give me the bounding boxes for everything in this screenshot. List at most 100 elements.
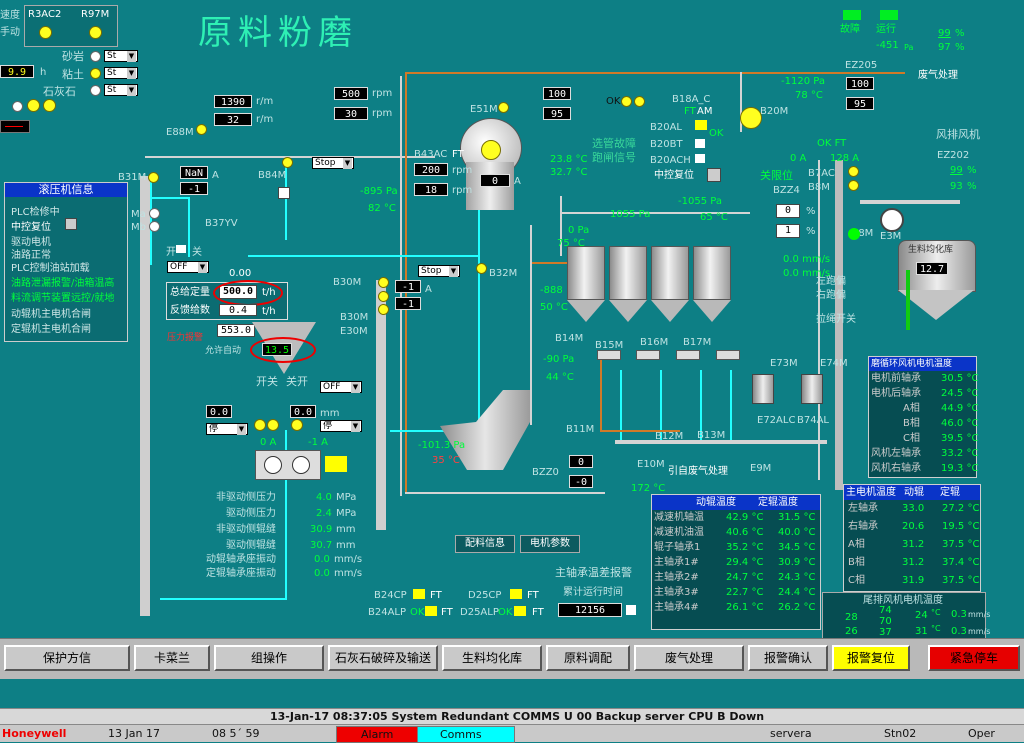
row-label: 电机后轴承 xyxy=(871,388,921,399)
material-silo-1-cone xyxy=(567,300,605,322)
roller-item: 驱动电机 xyxy=(11,237,51,248)
b30m-current-1: -1 xyxy=(395,280,421,293)
temp-172: 172 °C xyxy=(631,483,666,494)
gate-close-label: 关开 xyxy=(286,375,308,388)
readout-unit: MPa xyxy=(336,508,357,519)
alarm-acknowledge-button[interactable]: 报警确认 xyxy=(748,645,828,671)
row-label: 减速机油温 xyxy=(654,527,704,538)
row-label: 主轴承1# xyxy=(654,557,699,568)
pipe xyxy=(818,160,820,480)
batching-info-button[interactable]: 配料信息 xyxy=(455,535,515,553)
pressure-1055-neg: -1055 Pa xyxy=(678,196,722,207)
readout-label: 非驱动侧压力 xyxy=(216,492,276,503)
comms-indicator[interactable]: Comms xyxy=(417,726,515,743)
readout-unit: mm xyxy=(336,540,356,551)
current-128: 128 A xyxy=(830,153,860,164)
tag-bzz0: BZZ0 xyxy=(532,467,559,478)
roller-reset-button[interactable] xyxy=(65,218,77,230)
conveyor-cyan xyxy=(478,200,480,430)
row-value: 40.6 °C xyxy=(726,527,764,538)
operator-level: Oper xyxy=(968,727,995,740)
row-value: 35.2 °C xyxy=(726,542,764,553)
row-label: 辊子轴承1 xyxy=(654,542,701,553)
tag-e9m: E9M xyxy=(750,463,772,474)
ma-dot xyxy=(149,208,160,219)
tag-e74m: E74M xyxy=(820,358,848,369)
row-value: 19.3 °C xyxy=(941,463,979,474)
nav-group-operation-button[interactable]: 组操作 xyxy=(214,645,324,671)
tag-ez205: EZ205 xyxy=(845,60,878,71)
tag-e8m: E8M xyxy=(852,228,874,239)
tag-b24alp: B24ALP xyxy=(368,607,407,618)
tag-b74a: B74AL xyxy=(797,415,829,426)
tag-ma: Ma xyxy=(131,209,146,220)
dust-collector-1 xyxy=(752,374,774,404)
table-header: 主电机温度动辊定辊 xyxy=(844,485,980,500)
ok-ft: OK FT xyxy=(817,138,847,149)
vib-table-title: 尾排风机电机温度 xyxy=(863,595,943,606)
row-value: 22.7 °C xyxy=(726,587,764,598)
temp-23-8: 23.8 °C xyxy=(550,154,588,165)
nav-limestone-crushing-button[interactable]: 石灰石破碎及输送 xyxy=(328,645,438,671)
b30m-current-unit: A xyxy=(425,284,432,295)
roller-press-panel: 滚压机信息 PLC检修中 中控复位 驱动电机 油路正常 PLC控制油站加载 油路… xyxy=(4,182,128,342)
motor-params-button[interactable]: 电机参数 xyxy=(520,535,580,553)
central-reset-button[interactable] xyxy=(707,168,721,182)
exhaust-fan-icon xyxy=(880,208,904,232)
silo-label: 生料均化库 xyxy=(908,245,954,255)
from-waste-label: 引自废气处理 xyxy=(668,466,728,477)
feeder xyxy=(676,350,700,360)
readout-label: 定辊轴承座振动 xyxy=(206,568,276,579)
emergency-stop-button[interactable]: 紧急停车 xyxy=(928,645,1020,671)
b24cp-indicator xyxy=(413,589,425,599)
off-select-1[interactable]: OFF xyxy=(167,261,209,273)
current-0: 0 A xyxy=(790,153,807,164)
hopper-select-clay[interactable]: St xyxy=(104,67,138,79)
nav-waste-gas-button[interactable]: 废气处理 xyxy=(634,645,744,671)
indicator-dot xyxy=(27,99,40,112)
run-indicator xyxy=(880,10,898,20)
vib-cell: 28 xyxy=(845,612,858,623)
nav-protection-button[interactable]: 保护方信 xyxy=(4,645,130,671)
readout-list: 非驱动侧压力 4.0 MPa 驱动侧压力 2.4 MPa 非驱动侧辊缝 30.9… xyxy=(190,490,380,582)
roll-current-1: -1 A xyxy=(308,437,328,448)
silo-level-bar xyxy=(906,270,910,330)
readout-value: 30.9 xyxy=(310,524,333,535)
alarm-reset-button[interactable]: 报警复位 xyxy=(832,645,910,671)
close-limit: 关限位 xyxy=(760,169,793,182)
pipe xyxy=(405,72,905,74)
hopper-select-sandstone[interactable]: St xyxy=(104,50,138,62)
mode-select-2[interactable]: 停 xyxy=(320,420,362,432)
pressure-888: -888 xyxy=(540,285,563,296)
tag-e88m: E88M xyxy=(166,127,194,138)
tag-b20b: B20BT xyxy=(650,139,683,150)
alarm-indicator[interactable]: Alarm xyxy=(336,726,418,743)
row-value: 44.9 °C xyxy=(941,403,979,414)
nav-button-2[interactable]: 卡菜兰 xyxy=(134,645,210,671)
hopper-select-limestone[interactable]: St xyxy=(104,84,138,96)
status-bar: Honeywell 13 Jan 17 08 5´ 59 Alarm Comms… xyxy=(0,724,1024,743)
stop-select-1[interactable]: Stop xyxy=(312,157,354,169)
mode-select-1[interactable]: 停 xyxy=(206,423,248,435)
nav-raw-material-blending-button[interactable]: 原料调配 xyxy=(546,645,630,671)
separator-rpm-18: 18 xyxy=(414,183,448,196)
mode-dot xyxy=(254,419,266,431)
feedback-value: 0.4 xyxy=(219,304,257,316)
row-label: C相 xyxy=(903,433,920,444)
material-silo-3-cone xyxy=(651,300,689,322)
off-select-2[interactable]: OFF xyxy=(320,381,362,393)
d25alp-ok: OK xyxy=(498,607,513,618)
nav-raw-meal-silo-button[interactable]: 生料均化库 xyxy=(442,645,542,671)
gate-open-label: 开关 xyxy=(256,375,278,388)
rpm-unit-2: rpm xyxy=(372,108,393,119)
vib-cell-unit: °C xyxy=(931,608,941,617)
stop-select-2[interactable]: Stop xyxy=(418,265,460,277)
row-label: B相 xyxy=(903,418,920,429)
separator-motor xyxy=(481,140,501,160)
rpm-value-1: 500 xyxy=(334,87,368,100)
